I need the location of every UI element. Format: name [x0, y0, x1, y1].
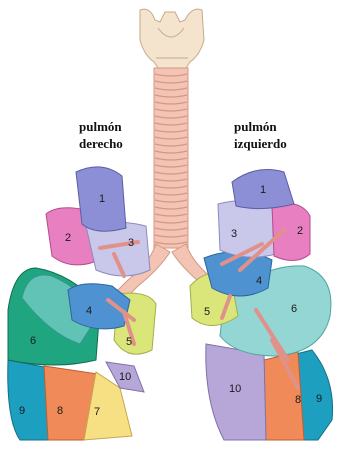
- left-seg-label-8: 8: [295, 394, 301, 406]
- trachea: [154, 68, 188, 248]
- left-seg-label-9: 9: [316, 393, 322, 405]
- left-segment-2: [272, 204, 310, 261]
- left-seg-label-1: 1: [260, 184, 266, 196]
- right-seg-label-2: 2: [65, 232, 71, 244]
- left-segment-3: [218, 200, 276, 257]
- left-seg-label-4: 4: [256, 275, 262, 287]
- right-lung-label-line1: pulmón: [79, 118, 123, 135]
- right-seg-label-6: 6: [30, 335, 36, 347]
- left-lung-label-line2: izquierdo: [234, 135, 287, 152]
- left-seg-label-6: 6: [291, 303, 297, 315]
- left-lung-label: pulmón izquierdo: [234, 118, 287, 152]
- right-seg-label-7: 7: [94, 406, 100, 418]
- left-seg-label-2: 2: [297, 225, 303, 237]
- right-seg-label-5: 5: [126, 336, 132, 348]
- left-seg-label-3: 3: [231, 228, 237, 240]
- right-lung-label: pulmón derecho: [79, 118, 123, 152]
- larynx: [140, 9, 204, 68]
- right-seg-label-4: 4: [86, 305, 92, 317]
- right-segment-9: [8, 360, 50, 440]
- right-seg-label-10: 10: [119, 371, 131, 383]
- right-seg-label-3: 3: [128, 237, 134, 249]
- right-lung: [8, 167, 156, 440]
- left-lung: [190, 170, 333, 440]
- left-seg-label-5: 5: [204, 306, 210, 318]
- right-lung-label-line2: derecho: [79, 135, 123, 152]
- right-seg-label-1: 1: [99, 193, 105, 205]
- right-seg-label-8: 8: [57, 405, 63, 417]
- left-seg-label-10: 10: [229, 383, 241, 395]
- left-lung-label-line1: pulmón: [234, 118, 287, 135]
- right-seg-label-9: 9: [19, 405, 25, 417]
